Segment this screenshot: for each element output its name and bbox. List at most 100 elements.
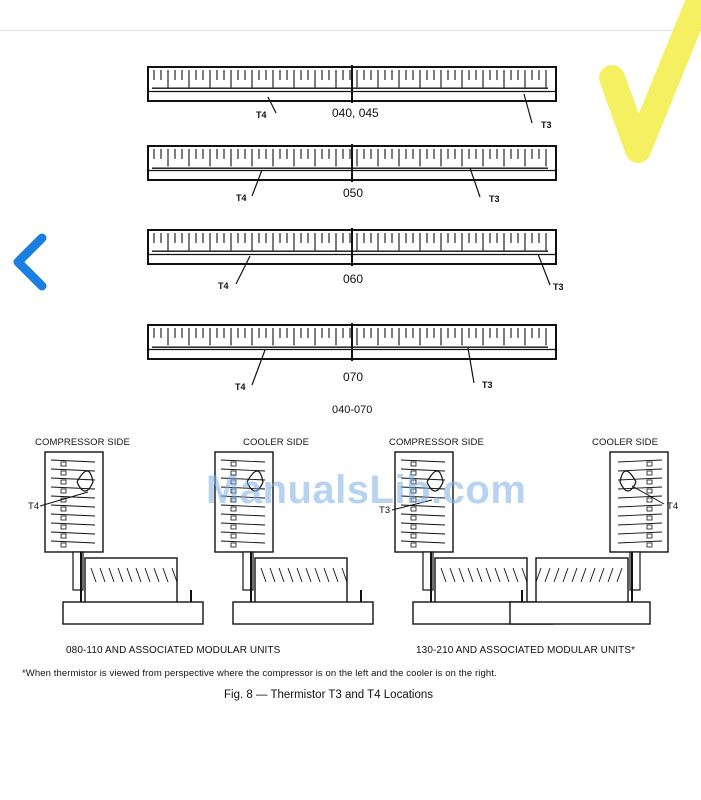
- tube-end: [60, 542, 67, 548]
- fin-line: [220, 495, 266, 499]
- thermistor-loop: [246, 470, 264, 492]
- tube-end: [646, 515, 653, 521]
- header-tube: [589, 567, 596, 583]
- t4-leader: [251, 349, 266, 386]
- fin-line: [220, 504, 266, 508]
- tube-end: [60, 488, 67, 494]
- t3-label: T3: [489, 194, 500, 204]
- coil-column: [394, 451, 454, 553]
- tube-end: [230, 542, 237, 548]
- side-view-diagrams: [39, 451, 669, 625]
- model-label: 060: [343, 272, 364, 286]
- fin-line: [50, 459, 96, 463]
- t4-label: T4: [218, 281, 229, 291]
- t3-leader: [467, 347, 475, 384]
- tube-end: [410, 524, 417, 530]
- riser: [629, 551, 641, 591]
- header-tube: [126, 567, 133, 583]
- fin-line: [220, 531, 266, 535]
- header-tube: [467, 567, 474, 583]
- side-view: [394, 451, 554, 625]
- fin-line: [50, 486, 96, 490]
- tube-end: [230, 470, 237, 476]
- tube-end: [410, 461, 417, 467]
- header-tube: [512, 567, 519, 583]
- header-tube: [108, 567, 115, 583]
- fin-line: [400, 522, 446, 526]
- tube-end: [646, 479, 653, 485]
- header-tube: [485, 567, 492, 583]
- tube-end: [60, 533, 67, 539]
- tube-end: [60, 506, 67, 512]
- t3-leader: [469, 167, 481, 198]
- header-tube: [269, 567, 276, 583]
- tube-end: [230, 497, 237, 503]
- tube-end: [646, 461, 653, 467]
- t3-leader: [391, 499, 433, 511]
- header-tube: [332, 567, 339, 583]
- cooler-side-label: COOLER SIDE: [592, 437, 659, 448]
- fin-line: [617, 495, 663, 499]
- tube-end: [230, 524, 237, 530]
- fin-line: [220, 540, 266, 544]
- fin-line: [220, 459, 266, 463]
- fin-line: [400, 540, 446, 544]
- fin-line: [617, 459, 663, 463]
- header-tube: [144, 567, 151, 583]
- fin-line: [400, 531, 446, 535]
- fin-line: [220, 513, 266, 517]
- base-rail: [232, 601, 374, 625]
- tube-end: [646, 470, 653, 476]
- thermistor-loop: [619, 470, 637, 492]
- tube-end: [410, 497, 417, 503]
- fin-line: [220, 522, 266, 526]
- figure-title: Fig. 8 — Thermistor T3 and T4 Locations: [224, 689, 434, 701]
- fin-line: [617, 522, 663, 526]
- header-tube: [494, 567, 501, 583]
- header-tube: [90, 567, 97, 583]
- fin-line: [220, 486, 266, 490]
- fin-line: [50, 504, 96, 508]
- header-tube: [562, 567, 569, 583]
- t3-label: T3: [541, 120, 552, 130]
- cooler-side-label: COOLER SIDE: [243, 437, 310, 448]
- t3-label: T3: [379, 505, 391, 516]
- header-tube: [171, 567, 178, 583]
- coil-strip: [147, 144, 557, 198]
- t4-leader: [267, 96, 277, 114]
- fin-line: [400, 486, 446, 490]
- header-tube: [607, 567, 614, 583]
- header-tube: [296, 567, 303, 583]
- header-tube: [503, 567, 510, 583]
- header-tube: [535, 567, 542, 583]
- side-caption-right: 130-210 AND ASSOCIATED MODULAR UNITS*: [416, 645, 636, 656]
- header-tube: [305, 567, 312, 583]
- top-bar: [0, 0, 701, 31]
- fin-line: [617, 477, 663, 481]
- riser: [72, 551, 84, 591]
- compressor-side-label: COMPRESSOR SIDE: [35, 437, 130, 448]
- t4-label: T4: [256, 110, 267, 120]
- t4-leader: [39, 491, 89, 507]
- header-tube: [278, 567, 285, 583]
- header-tube: [544, 567, 551, 583]
- chevron-left-icon[interactable]: [8, 232, 52, 292]
- header-tube: [449, 567, 456, 583]
- t4-leader: [631, 485, 665, 505]
- header-tube: [287, 567, 294, 583]
- tube-end: [60, 470, 67, 476]
- tube-end: [410, 479, 417, 485]
- t3-label: T3: [553, 282, 564, 292]
- header-box: [535, 557, 629, 605]
- header-box: [254, 557, 348, 605]
- header-tube: [99, 567, 106, 583]
- fin-line: [617, 504, 663, 508]
- tube-end: [60, 461, 67, 467]
- coil-strip: [147, 323, 557, 386]
- tube-end: [230, 506, 237, 512]
- model-label: 070: [343, 370, 364, 384]
- side-caption-left: 080-110 AND ASSOCIATED MODULAR UNITS: [66, 645, 281, 656]
- t4-leader: [235, 255, 251, 285]
- tube-end: [230, 488, 237, 494]
- tube-end: [646, 506, 653, 512]
